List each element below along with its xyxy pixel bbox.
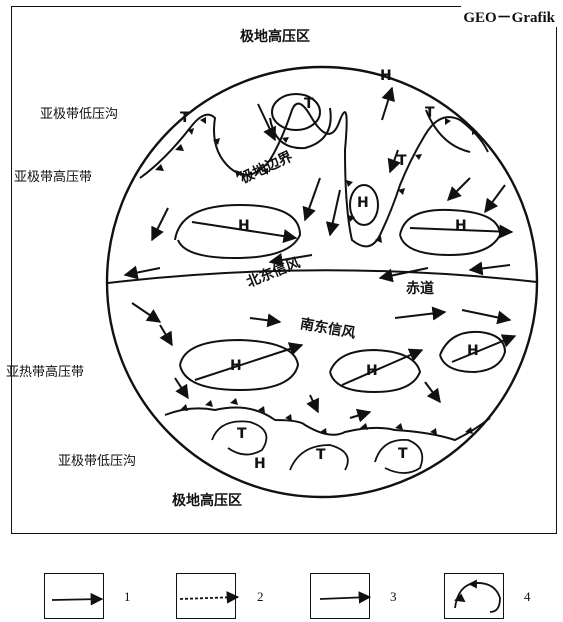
low-symbol: T bbox=[304, 96, 314, 112]
equator-line bbox=[107, 269, 538, 284]
low-symbol: T bbox=[180, 110, 190, 126]
legend-number-1: 1 bbox=[124, 589, 131, 604]
high-symbol: H bbox=[357, 195, 369, 211]
label-equator: 赤道 bbox=[406, 281, 434, 297]
legend-number-2: 2 bbox=[257, 589, 264, 604]
legend-icons bbox=[51, 579, 501, 613]
high-symbol: H bbox=[230, 358, 242, 374]
se-trade-arrows bbox=[131, 302, 512, 423]
ne-trade-arrows bbox=[123, 86, 511, 283]
high-symbol: H bbox=[366, 363, 378, 379]
label-subtropical-high: 亚热带高压带 bbox=[6, 365, 85, 380]
low-symbol: T bbox=[398, 446, 408, 462]
low-symbol: T bbox=[237, 426, 247, 442]
label-polar-trough-north: 亚极带低压沟 bbox=[40, 107, 119, 122]
label-subpolar-high-north: 亚极带高压带 bbox=[14, 170, 93, 185]
label-polar-high-south: 极地高压区 bbox=[172, 493, 242, 509]
legend-box-3 bbox=[310, 573, 370, 619]
source-credit: GEO－Grafik bbox=[461, 6, 557, 27]
figure-frame bbox=[11, 6, 557, 534]
high-symbol: H bbox=[455, 218, 467, 234]
high-symbol: H bbox=[238, 218, 250, 234]
legend-box-1 bbox=[44, 573, 104, 619]
low-symbol: T bbox=[397, 153, 407, 169]
se-high-cells bbox=[179, 330, 517, 394]
legend-number-4: 4 bbox=[524, 589, 531, 604]
label-polar-high-north: 极地高压区 bbox=[240, 29, 310, 45]
high-symbol: H bbox=[380, 68, 392, 84]
legend-number-3: 3 bbox=[390, 589, 397, 604]
low-symbol: T bbox=[425, 105, 435, 121]
high-symbol: H bbox=[254, 456, 266, 472]
low-symbol: T bbox=[316, 447, 326, 463]
northern-polar-front bbox=[139, 102, 489, 248]
front-teeth-south bbox=[180, 398, 473, 435]
high-symbol: H bbox=[467, 343, 479, 359]
legend-box-4 bbox=[444, 573, 504, 619]
legend-box-2 bbox=[176, 573, 236, 619]
southern-low-swirls bbox=[211, 420, 424, 474]
label-polar-trough-south: 亚极带低压沟 bbox=[58, 454, 137, 469]
